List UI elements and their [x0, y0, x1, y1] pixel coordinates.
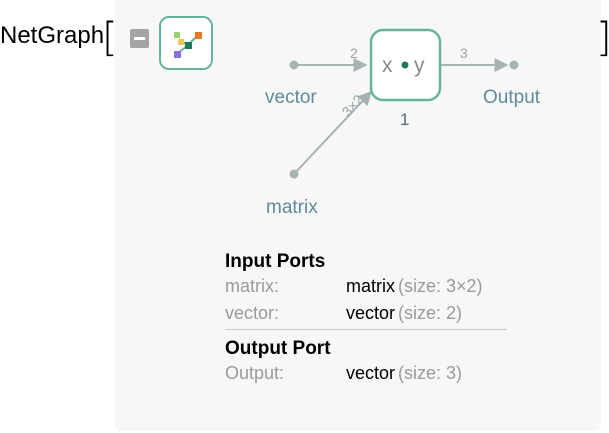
vector-port-dot[interactable]: [289, 60, 299, 70]
ports-divider: [225, 329, 507, 330]
collapse-button[interactable]: [130, 29, 149, 48]
edge-label-vector: 2: [350, 45, 358, 61]
port-value: vector: [346, 363, 396, 383]
output-port-dot[interactable]: [509, 60, 519, 70]
port-size: (size: 2): [398, 303, 463, 323]
port-key: vector:: [225, 303, 280, 323]
matrix-label: matrix: [266, 197, 318, 218]
dot-operator-icon: [401, 61, 409, 69]
port-row: vector: vector (size: 2): [225, 300, 507, 327]
port-row: Output: vector (size: 3): [225, 360, 507, 387]
output-port-title: Output Port: [225, 338, 331, 359]
ports-table: Input Ports matrix: matrix (size: 3×2) v…: [225, 251, 507, 387]
port-key: matrix:: [225, 276, 279, 296]
open-bracket: [: [102, 15, 118, 61]
output-label: Output: [483, 87, 541, 108]
op-right-label: y: [414, 54, 425, 77]
netgraph-icon: [174, 32, 202, 58]
port-row: matrix: matrix (size: 3×2): [225, 273, 507, 300]
netgraph-head: NetGraph: [0, 22, 105, 49]
input-ports-title: Input Ports: [225, 251, 326, 272]
close-bracket: ]: [596, 16, 609, 60]
port-key: Output:: [225, 363, 285, 383]
edge-label-output: 3: [460, 45, 468, 61]
port-value: matrix: [346, 276, 395, 296]
matrix-port-dot[interactable]: [289, 169, 299, 179]
netgraph-icon-button[interactable]: [159, 16, 213, 70]
port-size: (size: 3): [398, 363, 463, 383]
vector-label: vector: [265, 87, 317, 108]
node-index: 1: [400, 110, 409, 129]
edge-label-matrix: 3×2: [339, 91, 367, 119]
edge-matrix-to-dot: [293, 90, 372, 175]
port-value: vector: [346, 303, 396, 323]
port-size: (size: 3×2): [398, 276, 483, 296]
op-left-label: x: [382, 54, 393, 77]
